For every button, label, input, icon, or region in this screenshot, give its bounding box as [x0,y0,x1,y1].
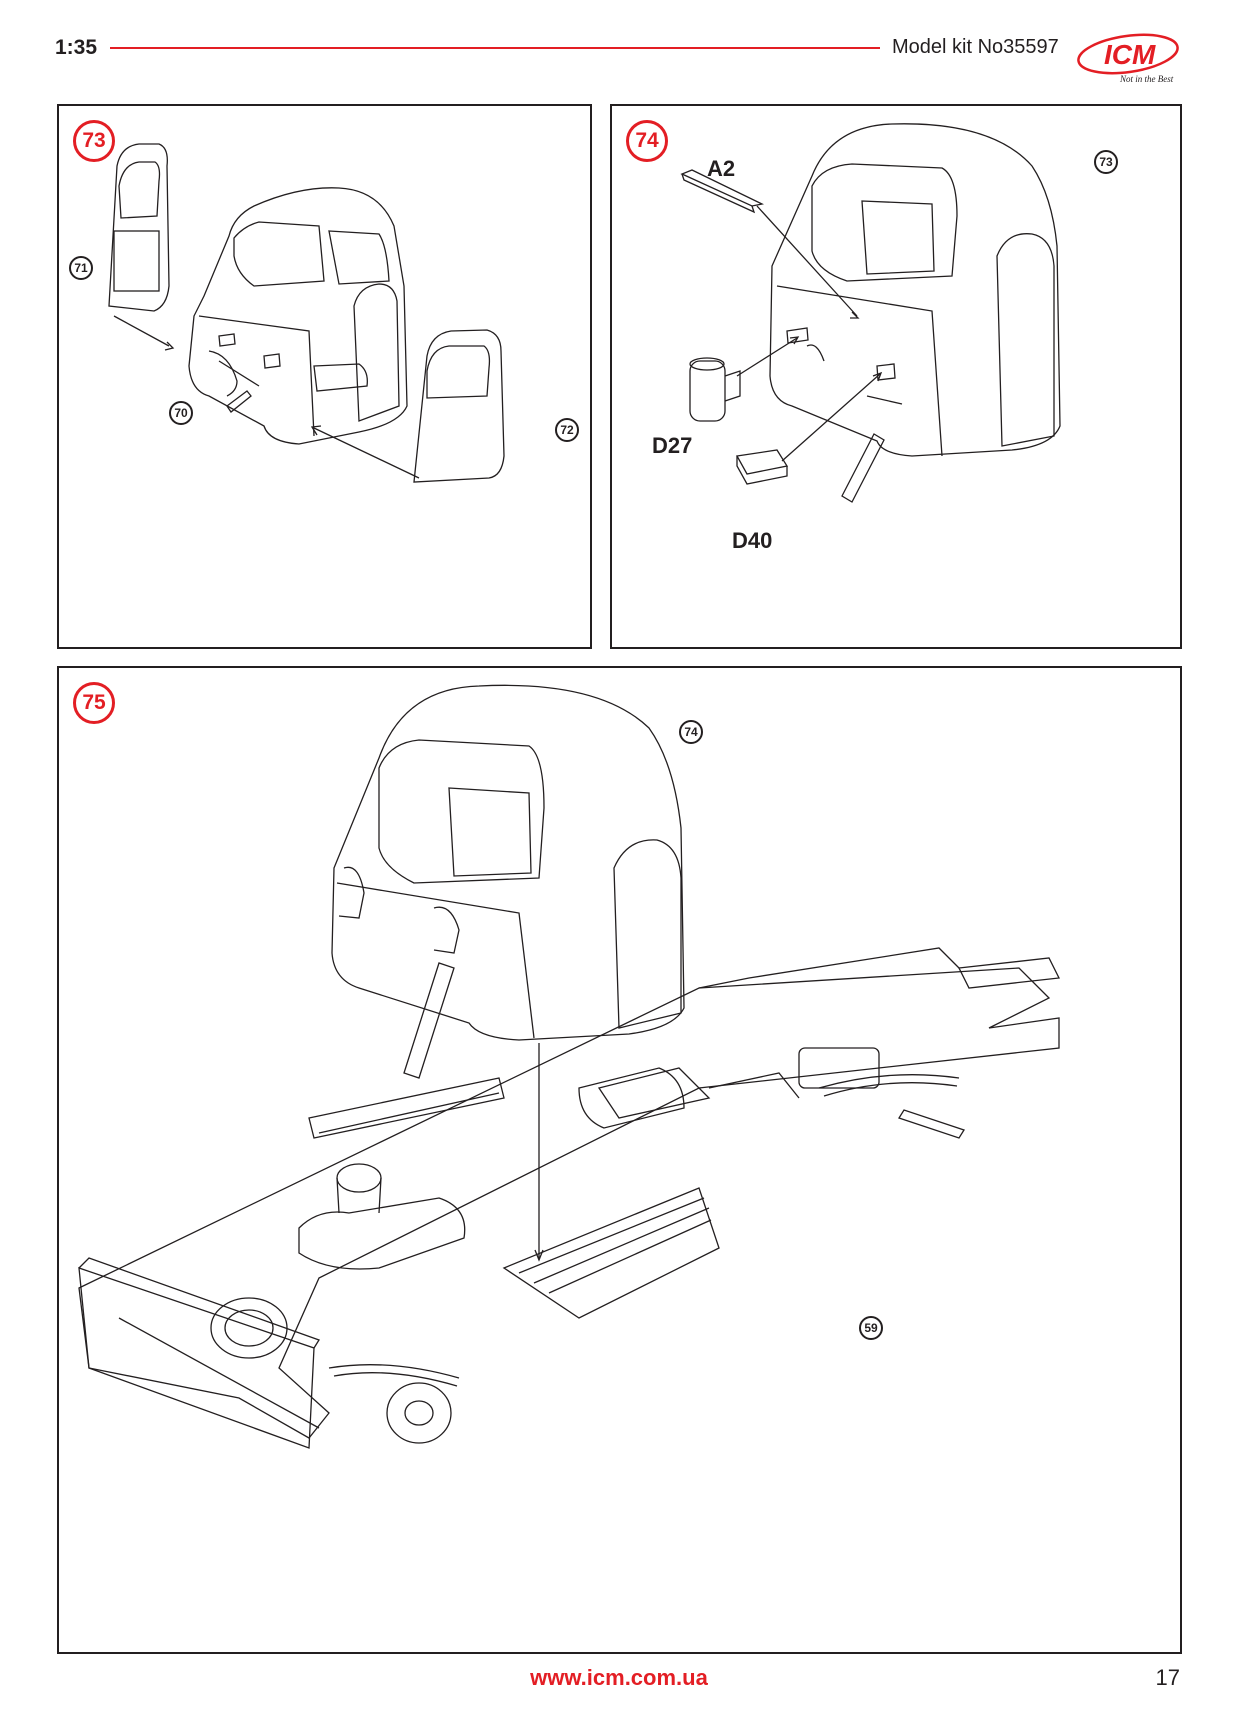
part-ref-59: 59 [859,1316,883,1340]
page-number: 17 [1155,1665,1180,1690]
step-74-panel: 74 A2 D27 D40 73 [610,104,1182,649]
part-label-d40: D40 [732,528,773,553]
part-ref-73: 73 [1094,150,1118,174]
part-label-a2: A2 [707,156,736,181]
step-75-panel: 75 74 59 [57,666,1182,1654]
step-73-number: 73 [73,120,115,162]
part-ref-72: 72 [555,418,579,442]
header-rule [110,47,880,49]
step-75-number: 75 [73,682,115,724]
step-74-number: 74 [626,120,668,162]
part-label-d27: D27 [652,433,693,458]
cab-assembly-drawing [108,143,505,483]
footer-url[interactable]: www.icm.com.ua [530,1665,708,1690]
part-ref-74: 74 [679,720,703,744]
cab-detail-drawing [680,123,1061,503]
icm-logo: ICM Not in the Best [1077,33,1179,84]
svg-text:Not in the Best: Not in the Best [1119,74,1174,84]
scale-label: 1:35 [55,36,98,59]
kit-number: Model kit No35597 [892,36,1059,58]
step-73-panel: 73 71 [57,104,592,649]
chassis-assembly-drawing [78,684,1060,1449]
part-ref-70: 70 [169,401,193,425]
part-ref-71: 71 [69,256,93,280]
svg-text:ICM: ICM [1104,39,1156,70]
